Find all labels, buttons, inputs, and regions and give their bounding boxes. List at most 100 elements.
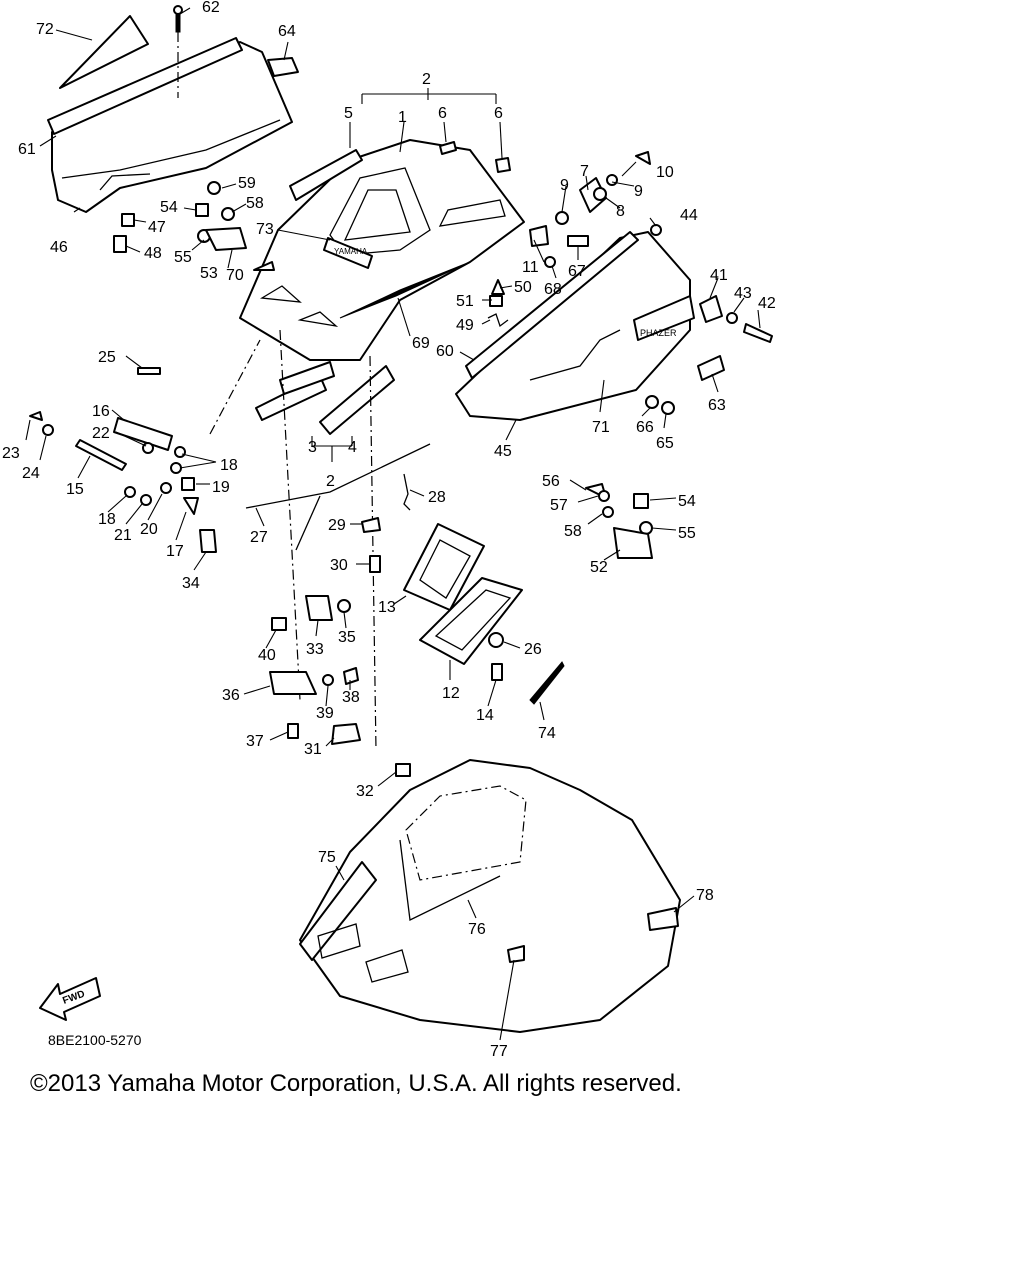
label-36: 36 [222,687,240,704]
label-55: 55 [174,249,192,266]
label-77: 77 [490,1043,508,1060]
hood [239,139,525,361]
bracket-64 [267,57,299,77]
label-63: 63 [708,397,726,414]
drawing-code: 8BE2100-5270 [48,1032,142,1048]
lower-hardware [269,517,411,777]
label-30: 30 [330,557,348,574]
pin-50 [487,279,509,328]
hood-decal-left [289,149,363,201]
label-7: 7 [580,163,589,180]
label-66: 66 [636,419,654,436]
label-49: 49 [456,317,474,334]
clip-6a [439,141,457,155]
label-31: 31 [304,741,322,758]
label-45: 45 [494,443,512,460]
callout-labels: 1 2 2 3 4 5 6 6 7 8 9 9 10 11 12 13 14 1… [2,0,776,1060]
label-13: 13 [378,599,396,616]
left-side-panel [47,37,293,213]
label-26: 26 [524,641,542,658]
label-19: 19 [212,479,230,496]
label-38: 38 [342,689,360,706]
label-2: 2 [422,71,431,88]
label-32: 32 [356,783,374,800]
label-5: 5 [344,105,353,122]
label-27: 27 [250,529,268,546]
label-53: 53 [200,265,218,282]
label-43: 43 [734,285,752,302]
label-58: 58 [564,523,582,540]
label-78: 78 [696,887,714,904]
right-side-panel: PHAZER [455,231,695,421]
forward-arrow: FWD [39,977,101,1021]
label-76: 76 [468,921,486,938]
label-74: 74 [538,725,556,742]
right-hardware [645,295,773,415]
label-29: 29 [328,517,346,534]
label-48: 48 [144,245,162,262]
latch-assembly [29,367,217,553]
label-54: 54 [678,493,696,510]
label-67: 67 [568,263,586,280]
leader-lines [25,7,761,1041]
label-64: 64 [278,23,296,40]
label-10: 10 [656,164,674,181]
windshield [59,15,149,89]
label-34: 34 [182,575,200,592]
label-51: 51 [456,293,474,310]
parts-diagram: YAMAHA PHAZER [2,0,776,1060]
label-65: 65 [656,435,674,452]
label-59: 59 [238,175,256,192]
assembly-guides [209,329,377,751]
label-71: 71 [592,419,610,436]
label-70: 70 [226,267,244,284]
label-60: 60 [436,343,454,360]
label-3: 3 [308,439,317,456]
label-20: 20 [140,521,158,538]
label-12: 12 [442,685,460,702]
label-69: 69 [412,335,430,352]
label-16: 16 [92,403,110,420]
label-17: 17 [166,543,184,560]
label-54: 54 [160,199,178,216]
label-4: 4 [348,439,357,456]
label-46: 46 [50,239,68,256]
copyright-notice: ©2013 Yamaha Motor Corporation, U.S.A. A… [30,1070,682,1097]
yamaha-badge: YAMAHA [323,237,373,269]
label-22: 22 [92,425,110,442]
label-52: 52 [590,559,608,576]
label-2: 2 [326,473,335,490]
label-73: 73 [256,221,274,238]
svg-text:PHAZER: PHAZER [640,328,677,338]
right-latch [585,483,653,559]
label-42: 42 [758,295,776,312]
label-9: 9 [634,183,643,200]
label-47: 47 [148,219,166,236]
lower-cowl [299,759,681,1033]
label-35: 35 [338,629,356,646]
label-44: 44 [680,207,698,224]
label-33: 33 [306,641,324,658]
label-18: 18 [98,511,116,528]
latch-cable [245,443,431,551]
label-1: 1 [398,109,407,126]
label-61: 61 [18,141,36,158]
label-23: 23 [2,445,20,462]
label-6: 6 [494,105,503,122]
label-24: 24 [22,465,40,482]
label-39: 39 [316,705,334,722]
label-6: 6 [438,105,447,122]
label-21: 21 [114,527,132,544]
label-8: 8 [616,203,625,220]
screw-62 [173,5,183,98]
hood-hardware-left [113,181,275,271]
label-41: 41 [710,267,728,284]
label-37: 37 [246,733,264,750]
label-18: 18 [220,457,238,474]
label-14: 14 [476,707,494,724]
label-40: 40 [258,647,276,664]
air-box [403,523,565,705]
label-9: 9 [560,177,569,194]
clip-6b [495,157,511,173]
label-25: 25 [98,349,116,366]
